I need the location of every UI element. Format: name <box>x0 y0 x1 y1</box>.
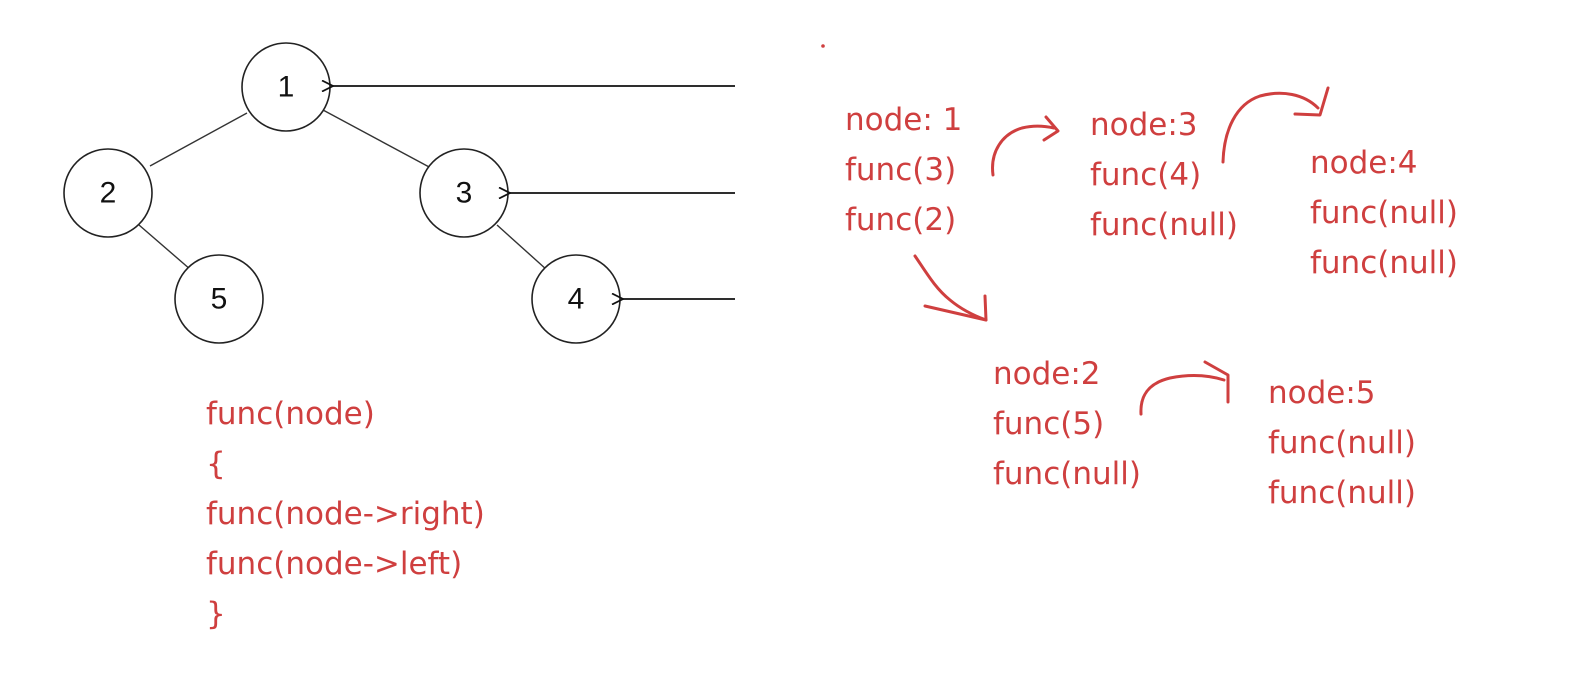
tree-node-5-label: 5 <box>211 283 228 316</box>
code-block: func(node) { func(node->right) func(node… <box>206 396 485 632</box>
trace-arrow-1-to-2 <box>913 254 988 322</box>
tree-node-3: 3 <box>419 148 509 238</box>
frame-5-call-a: func(null) <box>1268 425 1416 461</box>
frame-1-call-b: func(2) <box>845 202 956 238</box>
frame-4-call-a: func(null) <box>1310 195 1458 231</box>
trace-frame-node-2: node:2 func(5) func(null) <box>993 356 1141 492</box>
trace-frame-node-5: node:5 func(null) func(null) <box>1268 375 1416 511</box>
code-line-close-brace: } <box>206 596 226 632</box>
trace-arrow-2-to-5 <box>1139 360 1230 416</box>
tree-node-1-label: 1 <box>278 71 295 104</box>
frame-3-call-b: func(null) <box>1090 207 1238 243</box>
tree-node-5: 5 <box>174 254 264 344</box>
frame-1-call-a: func(3) <box>845 152 956 188</box>
edge-3-4 <box>496 224 548 271</box>
trace-frame-node-3: node:3 func(4) func(null) <box>1090 107 1238 243</box>
frame-3-node: node:3 <box>1090 107 1198 143</box>
frame-3-call-a: func(4) <box>1090 157 1201 193</box>
tree-node-1: 1 <box>241 42 331 132</box>
stray-dot <box>821 44 825 48</box>
frame-5-node: node:5 <box>1268 375 1376 411</box>
code-line-call-right: func(node->right) <box>206 496 485 532</box>
tree-node-2-label: 2 <box>100 177 117 210</box>
trace-arrow-3-to-4 <box>1221 86 1330 164</box>
frame-5-call-b: func(null) <box>1268 475 1416 511</box>
tree-node-4: 4 <box>531 254 621 344</box>
tree-node-3-label: 3 <box>456 177 473 210</box>
code-line-open-brace: { <box>206 446 226 482</box>
tree-node-4-label: 4 <box>568 283 585 316</box>
frame-2-call-a: func(5) <box>993 406 1104 442</box>
edge-2-5 <box>138 224 192 271</box>
frame-4-node: node:4 <box>1310 145 1418 181</box>
frame-1-node: node: 1 <box>845 102 962 138</box>
frame-2-node: node:2 <box>993 356 1101 392</box>
edge-1-2 <box>149 112 248 167</box>
frame-4-call-b: func(null) <box>1310 245 1458 281</box>
tree-node-2: 2 <box>63 148 153 238</box>
code-line-call-left: func(node->left) <box>206 546 462 582</box>
edge-1-3 <box>322 109 432 169</box>
trace-arrow-1-to-3 <box>991 115 1060 177</box>
trace-frame-node-1: node: 1 func(3) func(2) <box>845 102 962 238</box>
frame-2-call-b: func(null) <box>993 456 1141 492</box>
trace-frame-node-4: node:4 func(null) func(null) <box>1310 145 1458 281</box>
code-line-signature: func(node) <box>206 396 375 432</box>
